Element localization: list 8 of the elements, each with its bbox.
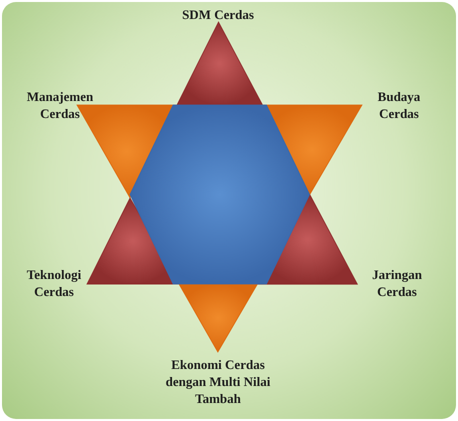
point-label: Budaya Cerdas xyxy=(376,88,422,122)
triangle-shape xyxy=(176,22,262,105)
point-label: SDM Cerdas xyxy=(181,6,255,23)
point-label: Teknologi Cerdas xyxy=(26,266,82,300)
triangle-shape xyxy=(179,284,258,352)
point-label: Jaringan Cerdas xyxy=(371,266,423,300)
point-label: Manajemen Cerdas xyxy=(26,88,94,122)
point-label: Ekonomi Cerdas dengan Multi Nilai Tambah xyxy=(164,356,272,407)
